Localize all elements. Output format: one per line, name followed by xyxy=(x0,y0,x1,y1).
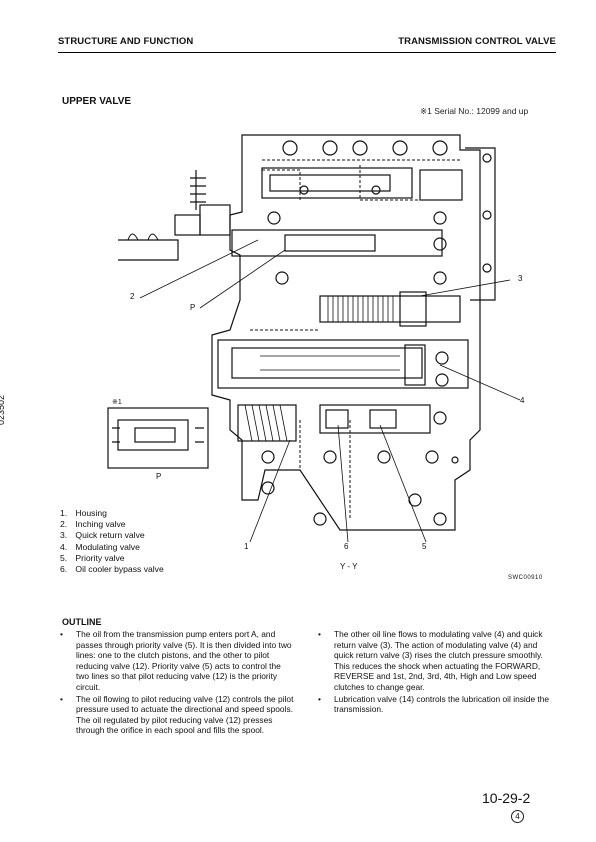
callout-1: 1 xyxy=(244,542,249,551)
drawing-code: SWC00910 xyxy=(508,575,543,581)
list-item: 5. Priority valve xyxy=(60,552,125,563)
header-section: STRUCTURE AND FUNCTION xyxy=(58,36,194,47)
serial-note: ※1 Serial No.: 12099 and up xyxy=(420,106,529,116)
callout-4: 4 xyxy=(520,396,525,405)
inset-port-label: P xyxy=(156,472,162,481)
inset-note: ※1 xyxy=(112,399,122,406)
revision-mark: 4 xyxy=(511,810,524,823)
callout-2: 2 xyxy=(130,292,135,301)
outline-paragraph: The oil flowing to pilot reducing valve … xyxy=(60,694,296,736)
callout-3: 3 xyxy=(518,274,523,283)
header-title: TRANSMISSION CONTROL VALVE xyxy=(398,36,556,47)
list-item: 2. Inching valve xyxy=(60,519,126,530)
outline-paragraph: Lubrication valve (14) controls the lubr… xyxy=(318,694,554,715)
outline-paragraph: The oil from the transmission pump enter… xyxy=(60,629,296,693)
parts-list: 1. Housing 2. Inching valve 3. Quick ret… xyxy=(60,508,164,575)
outline-left-column: The oil from the transmission pump enter… xyxy=(60,629,296,737)
port-label-p: P xyxy=(190,303,196,312)
list-item: 1. Housing xyxy=(60,508,107,518)
outline-paragraph: The other oil line flows to modulating v… xyxy=(318,629,554,693)
bolt-holes-top xyxy=(267,140,448,225)
inset-detail-box xyxy=(107,407,209,469)
upper-valve-drawing xyxy=(107,134,521,543)
page-number: 10-29-2 xyxy=(482,790,531,806)
callout-6: 6 xyxy=(344,542,349,551)
list-item: 6. Oil cooler bypass valve xyxy=(60,564,164,575)
header-rule xyxy=(58,52,556,53)
housing-outline xyxy=(211,134,481,531)
outline-right-column: The other oil line flows to modulating v… xyxy=(318,629,554,716)
outline-heading: OUTLINE xyxy=(62,617,102,627)
list-item: 3. Quick return valve xyxy=(60,530,145,541)
section-label: Y - Y xyxy=(340,562,358,571)
section-title: UPPER VALVE xyxy=(62,96,132,107)
callout-5: 5 xyxy=(422,542,427,551)
list-item: 4. Modulating valve xyxy=(60,541,140,552)
